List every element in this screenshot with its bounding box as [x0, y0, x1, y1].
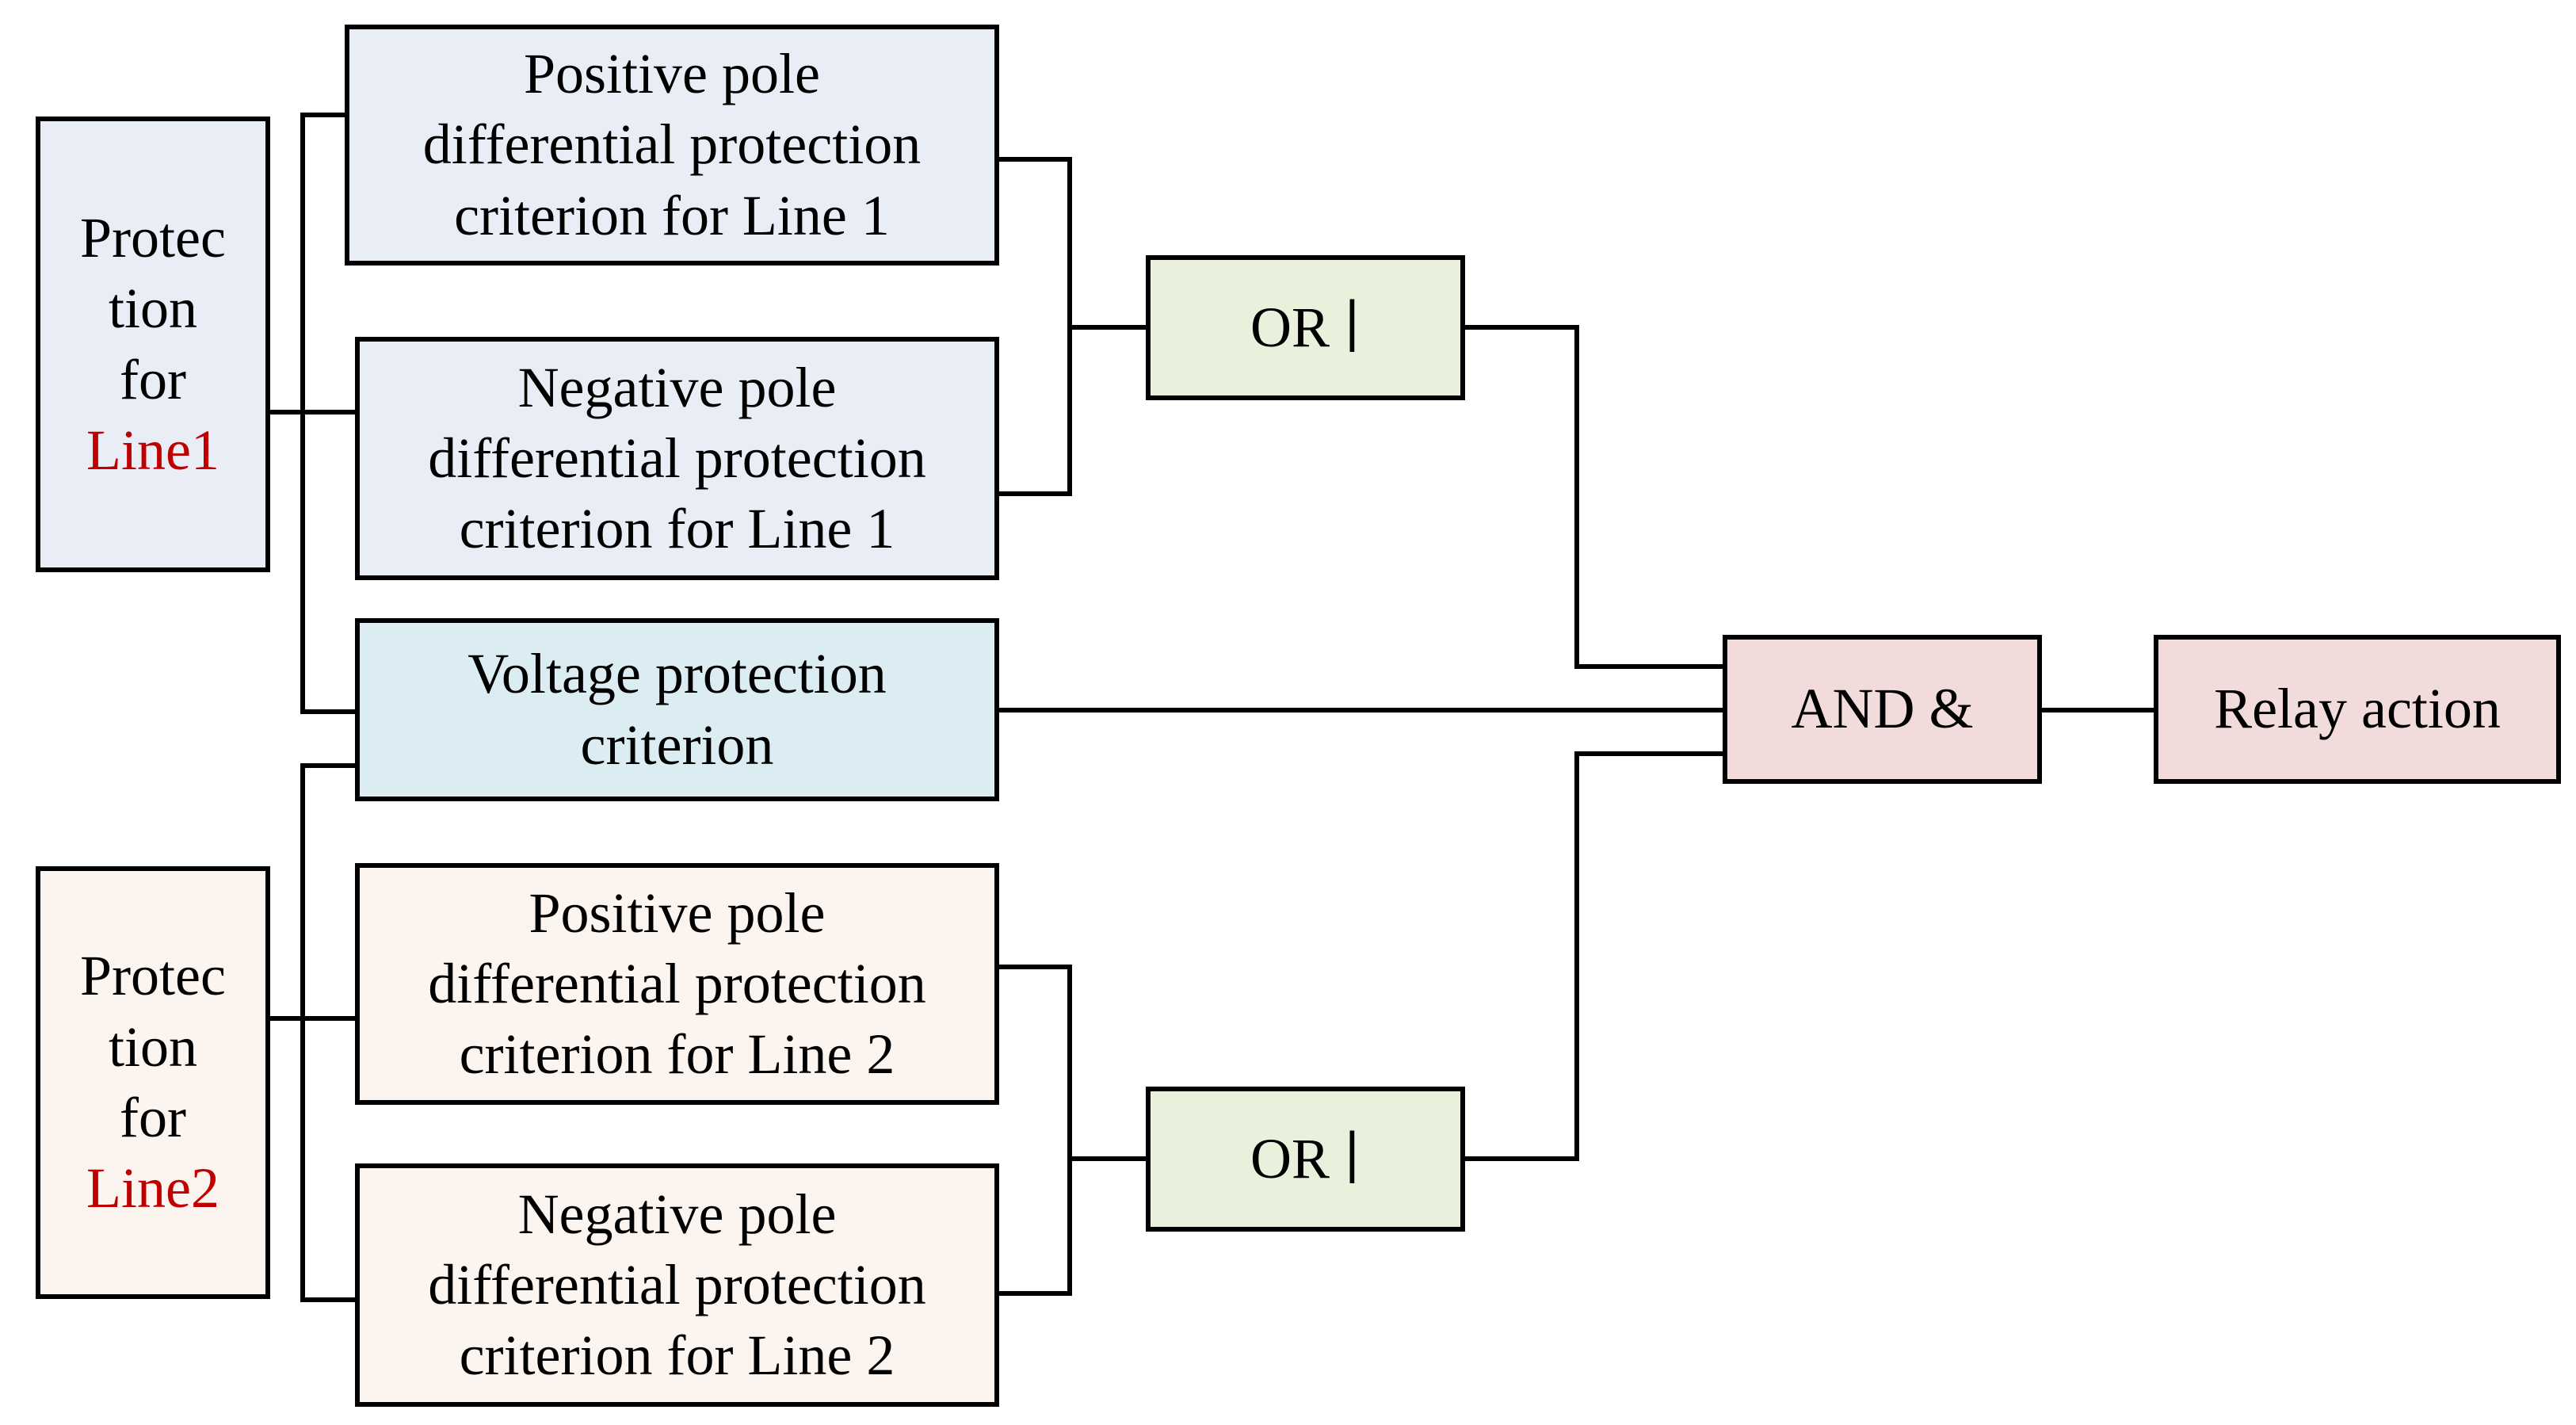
- or-bottom-label: OR ∣: [1250, 1126, 1361, 1190]
- pos-pole-line2-criterion: Positive pole differential protection cr…: [355, 863, 999, 1105]
- line2-label-3: for: [120, 1086, 186, 1149]
- neg-line2-text-2: differential protection: [428, 1252, 926, 1316]
- relay-action-box: Relay action: [2154, 635, 2561, 784]
- or-top-inputs: [996, 157, 1072, 496]
- or-top-label: OR ∣: [1250, 295, 1361, 359]
- line2-label-2: tion: [108, 1014, 197, 1079]
- neg-pole-line2-criterion: Negative pole differential protection cr…: [355, 1163, 999, 1407]
- neg-line1-text-2: differential protection: [428, 426, 926, 490]
- line1-name: Line1: [86, 418, 219, 482]
- line1-label-2: tion: [108, 277, 197, 341]
- pos-pole-line1-criterion: Positive pole differential protection cr…: [345, 25, 999, 266]
- neg-line2-text-1: Negative pole: [517, 1182, 837, 1246]
- or-top-to-and: [1462, 325, 1726, 669]
- line1-protection-box: Protec tion for Line1: [36, 117, 270, 572]
- neg-line1-text-1: Negative pole: [517, 355, 837, 419]
- line2-label-1: Protec: [80, 944, 226, 1008]
- voltage-text-2: criterion: [580, 712, 774, 777]
- line2-name: Line2: [86, 1156, 219, 1221]
- and-gate: AND &: [1723, 635, 2042, 784]
- line1-label-1: Protec: [80, 205, 226, 269]
- neg-pole-line1-criterion: Negative pole differential protection cr…: [355, 337, 999, 580]
- neg-line1-text-3: criterion for Line 1: [459, 497, 895, 561]
- pos-line1-text-1: Positive pole: [523, 42, 820, 106]
- voltage-protection-criterion: Voltage protection criterion: [355, 618, 999, 801]
- relay-action-label: Relay action: [2214, 677, 2501, 741]
- pos-line2-text-3: criterion for Line 2: [459, 1022, 895, 1087]
- pos-line1-text-3: criterion for Line 1: [454, 183, 890, 247]
- neg-line2-text-3: criterion for Line 2: [459, 1324, 895, 1388]
- line2-protection-box: Protec tion for Line2: [36, 866, 270, 1299]
- pos-line2-text-2: differential protection: [428, 951, 926, 1015]
- voltage-text-1: Voltage protection: [467, 642, 887, 706]
- pos-line1-text-2: differential protection: [422, 113, 922, 177]
- or-gate-bottom: OR ∣: [1146, 1087, 1465, 1232]
- and-label: AND &: [1791, 677, 1974, 741]
- or-bottom-to-and: [1462, 751, 1726, 1161]
- line2-bus: [300, 763, 357, 1302]
- or-bottom-inputs: [996, 965, 1072, 1296]
- line1-label-3: for: [120, 347, 186, 411]
- pos-line2-text-1: Positive pole: [529, 881, 826, 945]
- or-gate-top: OR ∣: [1146, 255, 1465, 400]
